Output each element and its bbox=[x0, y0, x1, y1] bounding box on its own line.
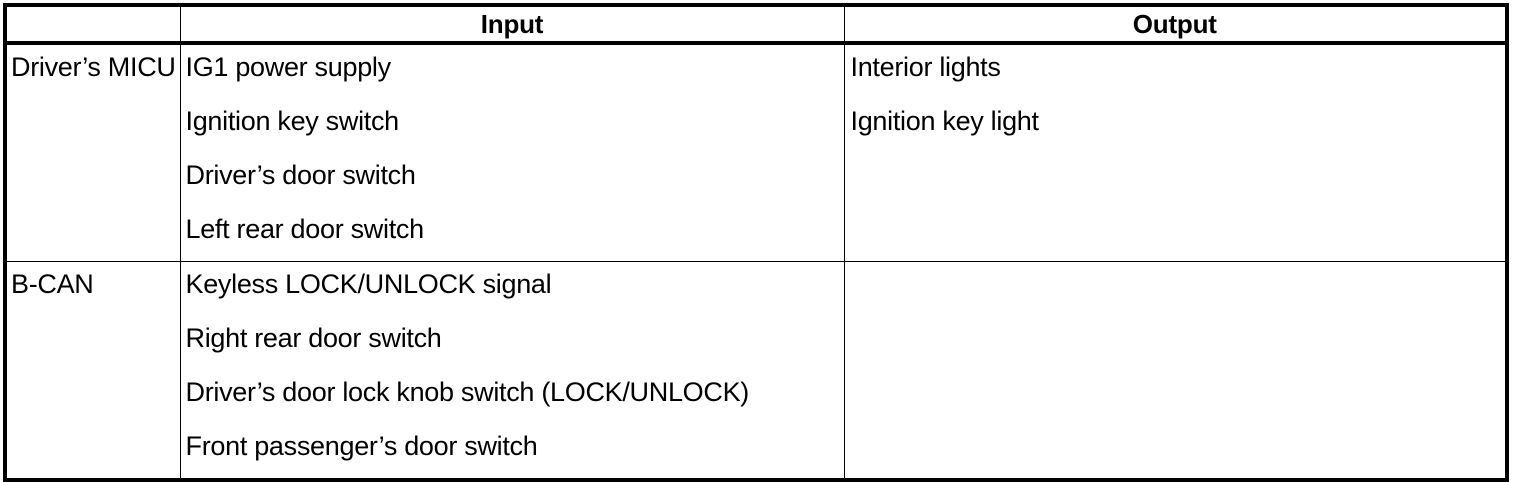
list-item: Front passenger’s door switch bbox=[185, 431, 538, 461]
list-item: Ignition key switch bbox=[185, 106, 400, 136]
list-item: Interior lights bbox=[850, 52, 1001, 82]
list-item: Keyless LOCK/UNLOCK signal bbox=[185, 269, 552, 299]
input-list-micu: IG1 power supply Ignition key switch Dri… bbox=[181, 45, 844, 261]
cell-input-micu: IG1 power supply Ignition key switch Dri… bbox=[179, 42, 845, 262]
cell-source-bcan: B-CAN bbox=[4, 261, 181, 481]
output-list-micu: Interior lights Ignition key light bbox=[845, 45, 1506, 153]
list-item: IG1 power supply bbox=[185, 52, 392, 82]
source-label: Driver’s MICU bbox=[11, 52, 176, 82]
header-output: Output bbox=[843, 4, 1508, 45]
header-source-blank bbox=[4, 4, 181, 45]
cell-output-micu: Interior lights Ignition key light bbox=[843, 42, 1508, 262]
header-row: Input Output bbox=[4, 4, 1508, 45]
list-item: Left rear door switch bbox=[185, 214, 425, 244]
source-label: B-CAN bbox=[11, 269, 94, 299]
cell-input-bcan: Keyless LOCK/UNLOCK signal Right rear do… bbox=[179, 261, 845, 481]
header-input: Input bbox=[179, 4, 845, 45]
list-item: Right rear door switch bbox=[185, 323, 442, 353]
list-item: Driver’s door lock knob switch (LOCK/UNL… bbox=[185, 377, 750, 407]
input-output-spec-table: Input Output Driver’s MICU IG1 power sup… bbox=[3, 3, 1509, 482]
list-item: Ignition key light bbox=[850, 106, 1040, 136]
table-row: B-CAN Keyless LOCK/UNLOCK signal Right r… bbox=[4, 261, 1508, 481]
table-sheet: Input Output Driver’s MICU IG1 power sup… bbox=[3, 3, 1509, 482]
cell-output-bcan bbox=[843, 261, 1508, 481]
cell-source-micu: Driver’s MICU bbox=[4, 42, 181, 262]
table-row: Driver’s MICU IG1 power supply Ignition … bbox=[4, 42, 1508, 262]
input-list-bcan: Keyless LOCK/UNLOCK signal Right rear do… bbox=[181, 262, 844, 478]
table-header: Input Output bbox=[4, 4, 1508, 45]
table-body: Driver’s MICU IG1 power supply Ignition … bbox=[4, 42, 1508, 481]
list-item: Driver’s door switch bbox=[185, 160, 416, 190]
